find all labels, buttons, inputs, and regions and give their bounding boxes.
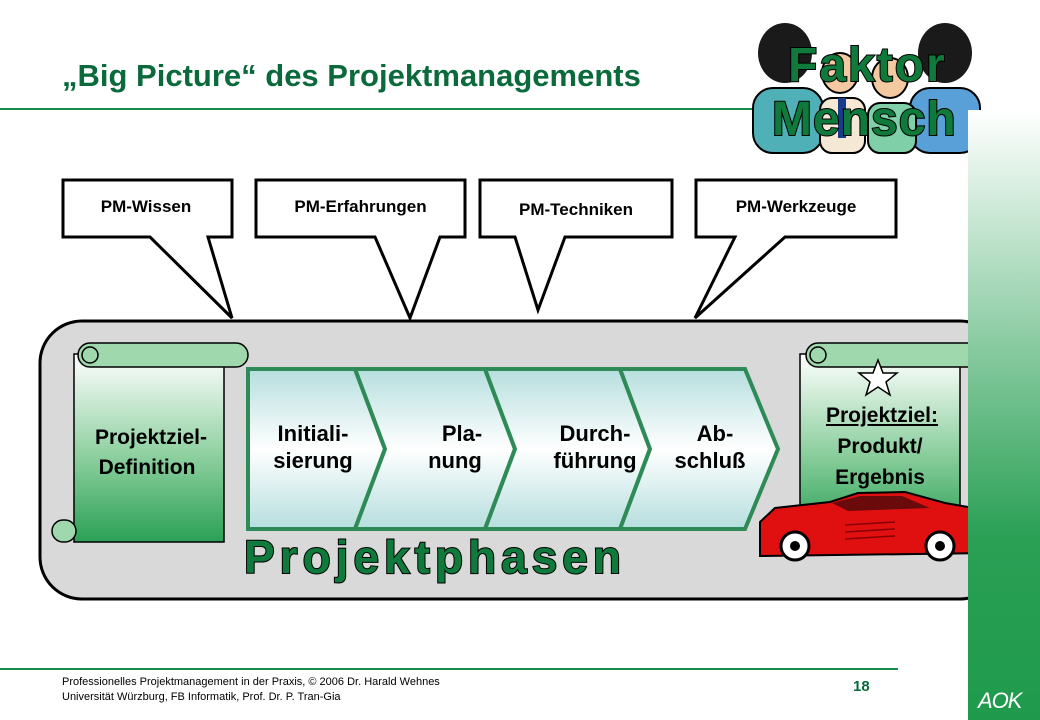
side-green-bar — [968, 110, 1040, 720]
callout-bubble-pm-erfahrungen — [254, 178, 467, 323]
callout-bubble-pm-wissen — [61, 178, 234, 320]
phase-label-initialisierung-line1: Initiali- — [277, 421, 349, 446]
phase-label-abschluss-line1: Ab- — [696, 421, 734, 446]
goal-scroll-line1: Projektziel: — [825, 404, 939, 427]
callout-bubble-pm-werkzeuge — [693, 178, 898, 320]
projektphasen-banner: Projektphasen — [243, 530, 626, 584]
mensch-wordart: Mensch — [771, 92, 957, 147]
faktor-wordart: Faktor — [787, 38, 947, 93]
person-2 — [909, 23, 981, 154]
person-3 — [819, 52, 866, 154]
callout-label-pm-techniken: PM-Techniken — [519, 200, 633, 219]
phase-label-initialisierung-line2: sierung — [273, 448, 353, 473]
footer-divider — [0, 668, 898, 670]
slide-title: „Big Picture“ des Projektmanagements — [62, 58, 641, 93]
phase-chevron-abschluss — [617, 367, 781, 531]
title-divider — [0, 108, 760, 110]
people-clipart — [752, 23, 981, 154]
phase-label-planung-line2: nung — [428, 448, 482, 473]
footer-line1: Professionelles Projektmanagement in der… — [62, 676, 440, 688]
footer-line2: Universität Würzburg, FB Informatik, Pro… — [62, 691, 341, 703]
sports-car-icon — [759, 490, 997, 562]
star-icon — [856, 357, 900, 397]
goal-scroll-line2: Produkt/ — [837, 435, 923, 458]
person-1 — [752, 23, 824, 154]
aok-logo: AOK — [978, 688, 1022, 713]
goal-scroll-line3: Ergebnis — [835, 466, 925, 489]
definition-scroll-line2: Definition — [98, 456, 196, 479]
phase-label-abschluss-line2: schluß — [674, 448, 746, 473]
callout-label-pm-erfahrungen: PM-Erfahrungen — [294, 197, 427, 216]
page-number: 18 — [853, 678, 870, 695]
callout-label-pm-werkzeuge: PM-Werkzeuge — [735, 197, 857, 216]
definition-scroll — [51, 342, 249, 543]
person-4 — [867, 57, 917, 154]
callout-bubble-pm-techniken — [478, 178, 674, 315]
phase-label-planung-line1: Pla- — [441, 421, 483, 446]
definition-scroll-line1: Projektziel- — [94, 426, 208, 449]
phase-label-durchfuehrung-line2: führung — [553, 448, 637, 473]
callout-label-pm-wissen: PM-Wissen — [100, 197, 192, 216]
phase-label-durchfuehrung-line1: Durch- — [559, 421, 631, 446]
